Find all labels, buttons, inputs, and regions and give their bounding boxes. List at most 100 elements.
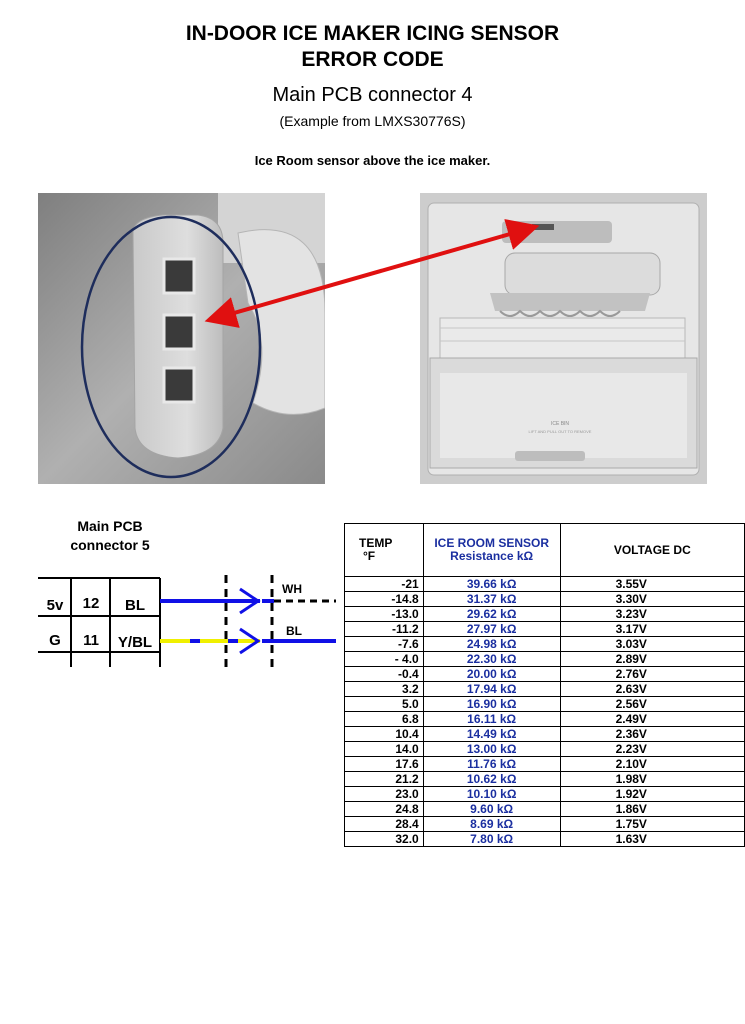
page-subtitle: Main PCB connector 4 bbox=[272, 84, 473, 106]
resistance-cell: 31.37 kΩ bbox=[422, 591, 561, 607]
voltage-cell: 2.76V bbox=[559, 666, 745, 682]
wire-label-bl: BL bbox=[286, 624, 302, 638]
temp-cell: 3.2 bbox=[344, 681, 424, 697]
location-arrow bbox=[204, 219, 540, 328]
voltage-cell: 2.56V bbox=[559, 696, 745, 712]
voltage-cell: 2.89V bbox=[559, 651, 745, 667]
resistance-cell: 20.00 kΩ bbox=[422, 666, 561, 682]
resistance-cell: 27.97 kΩ bbox=[422, 621, 561, 637]
voltage-cell: 2.49V bbox=[559, 711, 745, 727]
resistance-cell: 39.66 kΩ bbox=[422, 576, 561, 592]
temp-cell: -0.4 bbox=[344, 666, 424, 682]
temp-cell: 24.8 bbox=[344, 801, 424, 817]
resistance-cell: 16.11 kΩ bbox=[422, 711, 561, 727]
temp-cell: 21.2 bbox=[344, 771, 424, 787]
connector-label-line2: connector 5 bbox=[70, 537, 150, 553]
voltage-cell: 3.23V bbox=[559, 606, 745, 622]
example-model-note: (Example from LMXS30776S) bbox=[279, 113, 466, 129]
resistance-cell: 10.62 kΩ bbox=[422, 771, 561, 787]
resistance-cell: 8.69 kΩ bbox=[422, 816, 561, 832]
voltage-cell: 3.03V bbox=[559, 636, 745, 652]
voltage-cell: 1.75V bbox=[559, 816, 745, 832]
voltage-cell: 3.30V bbox=[559, 591, 745, 607]
sensor-highlight-ellipse bbox=[80, 215, 262, 479]
header-voltage: VOLTAGE DC bbox=[559, 523, 745, 577]
voltage-cell: 2.63V bbox=[559, 681, 745, 697]
connector-pin-11: 11 bbox=[83, 632, 99, 649]
voltage-cell: 3.17V bbox=[559, 621, 745, 637]
connector-wire-bl: BL bbox=[125, 597, 145, 614]
bin-label-text: ICE BIN bbox=[551, 421, 569, 427]
resistance-cell: 29.62 kΩ bbox=[422, 606, 561, 622]
resistance-cell: 13.00 kΩ bbox=[422, 741, 561, 757]
resistance-cell: 9.60 kΩ bbox=[422, 801, 561, 817]
voltage-cell: 2.36V bbox=[559, 726, 745, 742]
temp-cell: 10.4 bbox=[344, 726, 424, 742]
temp-cell: 32.0 bbox=[344, 831, 424, 847]
bin-instruction-text: LIFT AND PULL OUT TO REMOVE bbox=[529, 429, 592, 434]
resistance-cell: 24.98 kΩ bbox=[422, 636, 561, 652]
connector-wire-ybl: Y/BL bbox=[117, 634, 153, 651]
temp-cell: 5.0 bbox=[344, 696, 424, 712]
temp-cell: 28.4 bbox=[344, 816, 424, 832]
resistance-cell: 10.10 kΩ bbox=[422, 786, 561, 802]
ice-maker-photo: ICE BIN LIFT AND PULL OUT TO REMOVE bbox=[420, 193, 707, 484]
voltage-cell: 3.55V bbox=[559, 576, 745, 592]
voltage-cell: 1.92V bbox=[559, 786, 745, 802]
voltage-cell: 2.23V bbox=[559, 741, 745, 757]
voltage-cell: 1.63V bbox=[559, 831, 745, 847]
connector-label: Main PCB bbox=[77, 518, 143, 534]
temp-cell: 17.6 bbox=[344, 756, 424, 772]
resistance-cell: 7.80 kΩ bbox=[422, 831, 561, 847]
voltage-cell: 1.86V bbox=[559, 801, 745, 817]
connector-wiring-diagram: WH BL bbox=[38, 575, 336, 669]
voltage-cell: 2.10V bbox=[559, 756, 745, 772]
wire-label-wh: WH bbox=[282, 582, 302, 596]
header-temp: TEMP°F bbox=[344, 523, 424, 577]
temp-cell: -13.0 bbox=[344, 606, 424, 622]
temp-cell: 23.0 bbox=[344, 786, 424, 802]
voltage-cell: 1.98V bbox=[559, 771, 745, 787]
page-title: IN-DOOR ICE MAKER ICING SENSOR bbox=[185, 22, 560, 45]
connector-signal-g: G bbox=[49, 632, 61, 649]
temp-cell: -14.8 bbox=[344, 591, 424, 607]
resistance-cell: 11.76 kΩ bbox=[422, 756, 561, 772]
connector-signal-5v: 5v bbox=[46, 597, 64, 614]
temp-cell: 14.0 bbox=[344, 741, 424, 757]
resistance-cell: 22.30 kΩ bbox=[422, 651, 561, 667]
temp-cell: 6.8 bbox=[344, 711, 424, 727]
resistance-cell: 17.94 kΩ bbox=[422, 681, 561, 697]
page-title-line2: ERROR CODE bbox=[301, 48, 444, 71]
annotation-overlay bbox=[80, 215, 540, 479]
photo-caption: Ice Room sensor above the ice maker. bbox=[254, 153, 491, 168]
temp-cell: -21 bbox=[344, 576, 424, 592]
temp-cell: - 4.0 bbox=[344, 651, 424, 667]
temp-cell: -7.6 bbox=[344, 636, 424, 652]
resistance-cell: 14.49 kΩ bbox=[422, 726, 561, 742]
ice-maker-illustration: ICE BIN LIFT AND PULL OUT TO REMOVE bbox=[420, 193, 707, 484]
connector-pin-12: 12 bbox=[82, 595, 100, 612]
temp-cell: -11.2 bbox=[344, 621, 424, 637]
resistance-cell: 16.90 kΩ bbox=[422, 696, 561, 712]
